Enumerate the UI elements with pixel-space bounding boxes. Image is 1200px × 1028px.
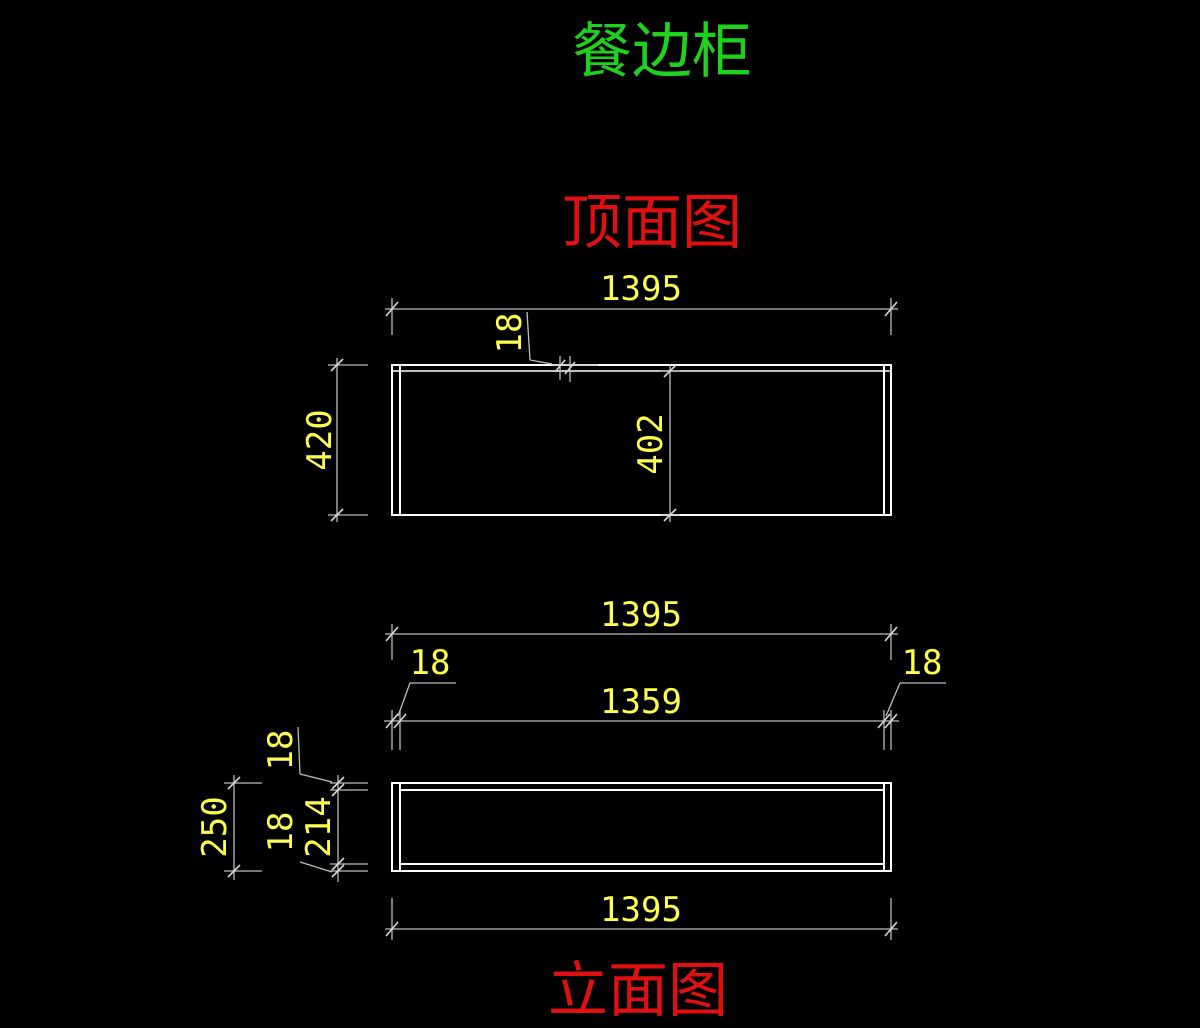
front-view-inner-width-dimension [384, 710, 899, 750]
front-view-bottom-panel-dimension [299, 857, 368, 878]
top-view-inner-depth-text: 402 [631, 413, 671, 474]
front-view-left-panel-dimension [397, 682, 456, 717]
front-view-cabinet-outline [391, 782, 892, 872]
front-view-label: 立面图 [548, 956, 728, 1026]
drawing-title: 餐边柜 [572, 17, 752, 87]
front-view-bottom-width-text: 1395 [600, 890, 682, 930]
front-view-inner-height-text: 214 [299, 796, 339, 857]
front-view-inner-width-text: 1359 [600, 682, 682, 722]
top-view-panel-text: 18 [490, 313, 530, 354]
top-view-width-dimension [385, 298, 898, 335]
front-view-right-panel-dimension [885, 682, 946, 717]
front-view-top-width-dimension [385, 624, 898, 660]
front-view-right-panel-text: 18 [902, 643, 943, 683]
top-view-cabinet-outline [391, 364, 892, 516]
front-view-top-panel-text: 18 [261, 730, 301, 771]
top-view-label: 顶面图 [562, 188, 742, 258]
front-view-bottom-panel-text: 18 [261, 812, 301, 853]
top-view-depth-dimension [328, 358, 368, 522]
front-view-height-dimension [224, 775, 262, 880]
top-view-width-text: 1395 [600, 269, 682, 309]
front-view-bottom-width-dimension [385, 898, 898, 940]
top-view-panel-dimension [526, 311, 598, 382]
front-view-height-text: 250 [195, 796, 235, 857]
top-view-inner-depth-dimension [660, 364, 680, 522]
front-view-top-width-text: 1395 [600, 595, 682, 635]
front-view-left-panel-text: 18 [410, 643, 451, 683]
top-view-depth-text: 420 [300, 409, 340, 470]
